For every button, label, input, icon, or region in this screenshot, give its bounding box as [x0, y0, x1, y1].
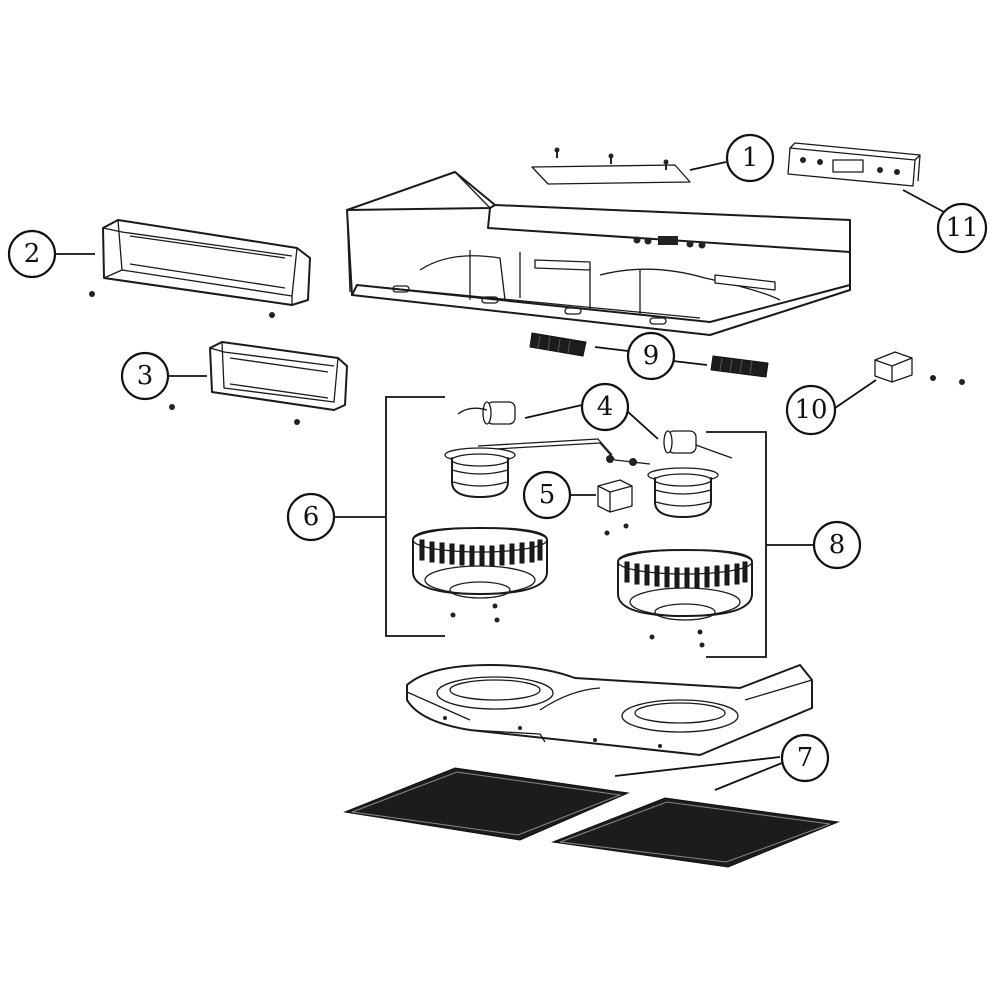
callout-9: 9	[626, 331, 676, 381]
callout-5: 5	[522, 470, 572, 520]
blower-motor-left-drawing	[444, 447, 516, 498]
svg-text:9: 9	[643, 341, 660, 371]
blower-wheel-left-drawing	[412, 527, 548, 623]
svg-text:7: 7	[797, 743, 814, 773]
control-panel-drawing	[787, 142, 921, 187]
capacitor-drawing	[457, 401, 733, 459]
blower-motor-right-drawing	[647, 467, 719, 518]
bracket-left	[385, 396, 445, 637]
svg-text:10: 10	[794, 395, 827, 425]
svg-text:4: 4	[597, 392, 614, 422]
mesh-filter-left-drawing	[343, 767, 630, 841]
blower-wheel-right-drawing	[617, 549, 753, 648]
svg-text:8: 8	[829, 530, 846, 560]
leader-lines	[55, 161, 945, 791]
svg-text:1: 1	[742, 143, 759, 173]
callout-11: 11	[936, 202, 988, 254]
junction-box-drawing	[597, 479, 633, 536]
bracket-right	[706, 431, 767, 658]
mesh-filter-right-drawing	[551, 797, 840, 868]
callout-7: 7	[780, 733, 830, 783]
transformer-drawing	[874, 351, 965, 385]
svg-text:5: 5	[539, 480, 556, 510]
svg-text:11: 11	[945, 213, 978, 243]
callout-8: 8	[812, 520, 862, 570]
svg-text:6: 6	[303, 502, 320, 532]
wire-harness-drawing	[477, 438, 651, 466]
duct-adapter-large-drawing	[89, 219, 311, 318]
callout-3: 3	[120, 351, 170, 401]
svg-text:3: 3	[137, 361, 154, 391]
callout-10: 10	[785, 384, 837, 436]
callout-1: 1	[725, 133, 775, 183]
callout-2: 2	[7, 229, 57, 279]
svg-text:2: 2	[24, 239, 41, 269]
callout-6: 6	[286, 492, 336, 542]
top-cover-plate	[531, 147, 691, 185]
callout-4: 4	[580, 382, 630, 432]
duct-adapter-small-drawing	[169, 341, 348, 425]
light-assembly-drawing	[529, 332, 769, 378]
filter-frame-plate-drawing	[406, 664, 813, 756]
hood-body-drawing	[346, 147, 851, 336]
